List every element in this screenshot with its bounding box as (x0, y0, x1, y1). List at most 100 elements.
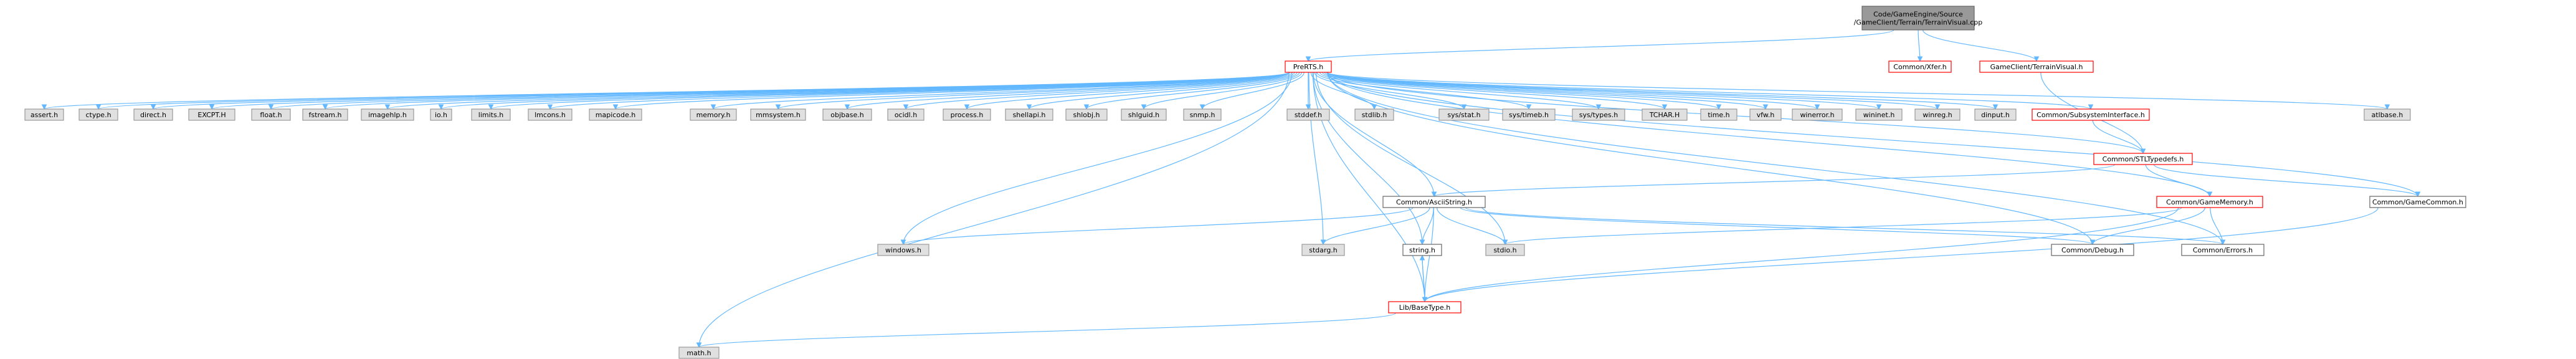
edge-line (2210, 207, 2223, 245)
node-label: GameClient/TerrainVisual.h (1990, 63, 2083, 71)
edge-prerts-to-errors (1327, 72, 2226, 246)
edge-prerts-to-vfw (1326, 72, 1769, 110)
edge-line (615, 72, 1290, 110)
node-label: sys/types.h (1579, 111, 1618, 119)
node-label: winreg.h (1922, 111, 1952, 119)
edge-arrowhead (1502, 239, 1508, 246)
node-label: stddef.h (1295, 111, 1322, 119)
edge-prerts-to-atlbase (1327, 72, 2390, 110)
node-gamememory[interactable]: Common/GameMemory.h (2156, 196, 2263, 208)
node-box (678, 347, 720, 359)
node-label: shlguid.h (1128, 111, 1159, 119)
node-prerts[interactable]: PreRTS.h (1285, 60, 1332, 73)
node-label: shlobj.h (1073, 111, 1100, 119)
node-errors[interactable]: Common/Errors.h (2181, 244, 2265, 256)
edge-stltypedefs-to-gamememory (2145, 164, 2213, 198)
edge-arrowhead (900, 239, 906, 246)
node-shlguid: shlguid.h (1121, 108, 1167, 121)
edge-line (1312, 72, 1423, 245)
node-label: sys/stat.h (1447, 111, 1480, 119)
edge-prerts-to-debug (1327, 72, 2096, 246)
edge-line (1433, 164, 2116, 197)
node-label: assert.h (31, 111, 58, 119)
node-fstream: fstream.h (302, 108, 348, 121)
node-label: memory.h (696, 111, 731, 119)
edge-line (1436, 207, 1506, 245)
edge-arrowhead (1992, 104, 1999, 110)
node-box (1388, 301, 1461, 314)
node-root[interactable]: Code/GameEngine/Source/GameClient/Terrai… (1854, 6, 1983, 31)
node-box (1354, 108, 1394, 121)
edge-arrowhead (1917, 56, 1923, 62)
node-float: float.h (251, 108, 291, 121)
node-box (1502, 108, 1556, 121)
edge-line (1327, 72, 2093, 245)
node-ascii[interactable]: Common/AsciiString.h (1382, 196, 1486, 208)
edge-arrowhead (1526, 104, 1532, 110)
node-label: wininet.h (1863, 111, 1895, 119)
node-box (589, 108, 642, 121)
node-box (877, 244, 929, 256)
node-box (1572, 108, 1625, 121)
edge-arrowhead (2384, 104, 2390, 110)
node-tv[interactable]: GameClient/TerrainVisual.h (1979, 60, 2094, 73)
edge-line (698, 312, 1396, 348)
edge-arrowhead (268, 104, 274, 110)
edge-root-to-ver (1917, 29, 1923, 62)
node-label: Lib/BaseType.h (1399, 304, 1450, 312)
node-box (1382, 196, 1486, 208)
edge-arrowhead (1305, 104, 1311, 110)
node-mapicode: mapicode.h (589, 108, 642, 121)
node-stltypedefs[interactable]: Common/STLTypedefs.h (2093, 153, 2193, 165)
node-box (2093, 153, 2193, 165)
edge-arrowhead (2207, 191, 2213, 198)
node-box (1979, 60, 2094, 73)
edge-line (698, 72, 1290, 348)
edge-prerts-to-process (964, 72, 1295, 110)
edge-line (1326, 72, 1766, 110)
edge-gamememory-to-debug (2089, 207, 2206, 246)
edge-prerts-to-gamememory (1327, 72, 2213, 198)
node-direct: direct.h (133, 108, 173, 121)
node-debug[interactable]: Common/Debug.h (2051, 244, 2134, 256)
edge-line (1324, 72, 1719, 110)
edge-arrowhead (775, 104, 781, 110)
edge-arrowhead (1876, 104, 1882, 110)
node-box (361, 108, 414, 121)
node-subsys[interactable]: Common/SubsystemInterface.h (2032, 108, 2150, 121)
edge-arrowhead (2088, 104, 2094, 110)
node-ver[interactable]: Common/Xfer.h (1888, 60, 1952, 73)
node-label: Common/STLTypedefs.h (2103, 155, 2184, 163)
edge-prerts-to-shlguid (1141, 72, 1303, 110)
node-box (2051, 244, 2134, 256)
edge-arrowhead (696, 342, 702, 348)
node-string[interactable]: string.h (1402, 244, 1442, 256)
node-label: Common/Errors.h (2193, 246, 2253, 254)
edge-line (1029, 72, 1298, 110)
node-gamecommon[interactable]: Common/GameCommon.h (2369, 196, 2466, 208)
edge-arrowhead (1762, 104, 1769, 110)
node-basetype[interactable]: Lib/BaseType.h (1388, 301, 1461, 314)
edge-line (1922, 29, 2037, 62)
node-box (1285, 60, 1332, 73)
edge-arrowhead (1419, 254, 1425, 261)
node-label: direct.h (140, 111, 166, 119)
edge-arrowhead (2089, 239, 2096, 246)
edge-prerts-to-snmp (1199, 72, 1305, 110)
node-box (1855, 108, 1903, 121)
node-box (822, 108, 872, 121)
node-io: io.h (430, 108, 452, 121)
edge-line (2145, 164, 2210, 197)
node-label: stdarg.h (1309, 246, 1338, 254)
edge-line (1424, 207, 1434, 302)
node-winerror: winerror.h (1792, 108, 1843, 121)
node-label: stdlib.h (1362, 111, 1387, 119)
edge-arrowhead (1083, 104, 1090, 110)
edge-ascii-to-stdarg (1320, 207, 1430, 246)
node-limits: limits.h (471, 108, 511, 121)
edge-line (1319, 72, 1599, 110)
node-time: time.h (1700, 108, 1737, 121)
edge-stltypedefs-to-ascii (1431, 164, 2116, 198)
node-systimeb: sys/timeb.h (1502, 108, 1556, 121)
node-label: Code/GameEngine/Source/GameClient/Terrai… (1854, 11, 1983, 27)
